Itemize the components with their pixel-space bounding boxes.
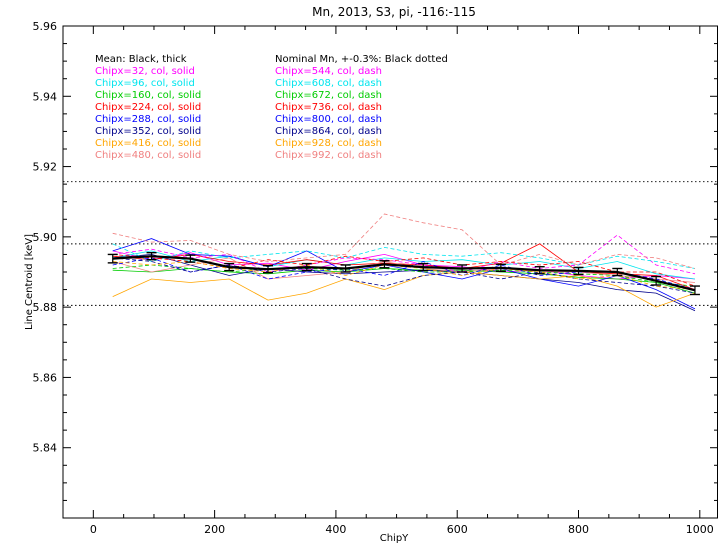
y-axis-label: Line Centroid [keV]: [24, 234, 35, 330]
x-tick-label: 800: [568, 523, 589, 536]
y-tick-label: 5.92: [33, 161, 58, 174]
y-tick-label: 5.94: [33, 90, 58, 103]
mean-errorbar: [224, 262, 235, 272]
mean-errorbar: [573, 266, 584, 276]
legend-entry: Chipx=480, col, solid: [95, 150, 201, 161]
legend-entry: Chipx=608, col, dash: [275, 78, 382, 89]
x-tick-label: 1000: [686, 523, 714, 536]
legend-entry: Chipx=544, col, dash: [275, 66, 382, 77]
legend-entry: Chipx=736, col, dash: [275, 102, 382, 113]
series-line-13: [112, 257, 696, 294]
legend-entry: Chipx=288, col, solid: [95, 114, 201, 125]
legend-entry: Chipx=160, col, solid: [95, 90, 201, 101]
y-tick-label: 5.96: [33, 20, 58, 33]
legend-entry: Chipx=928, col, dash: [275, 138, 382, 149]
mean-errorbar: [534, 266, 545, 275]
x-tick-label: 600: [447, 523, 468, 536]
series-layer: [112, 213, 696, 312]
y-tick-label: 5.90: [33, 231, 58, 244]
legend-entry: Chipx=800, col, dash: [275, 114, 382, 125]
mean-errorbar: [146, 251, 157, 261]
legend-entry: Chipx=96, col, solid: [95, 78, 195, 89]
legend: Mean: Black, thick Nominal Mn, +-0.3%: Bl…: [95, 54, 448, 161]
legend-entry: Chipx=32, col, solid: [95, 66, 195, 77]
mean-errorbar: [689, 285, 700, 296]
mean-errorbar: [301, 262, 312, 272]
x-tick-label: 200: [204, 523, 225, 536]
mean-errorbar: [457, 264, 468, 273]
mean-errorbar: [185, 254, 196, 263]
y-tick-label: 5.86: [33, 371, 58, 384]
legend-entry: Chipx=864, col, dash: [275, 126, 382, 137]
legend-entry: Chipx=352, col, solid: [95, 126, 201, 137]
mean-errorbar: [340, 264, 351, 273]
mean-errorbar: [379, 260, 390, 269]
y-tick-label: 5.84: [33, 442, 58, 455]
nominal-lines-layer: [63, 181, 718, 306]
chart-title: Mn, 2013, S3, pi, -116:-115: [312, 5, 476, 19]
series-line-9: [112, 243, 696, 269]
legend-entry: Chipx=416, col, solid: [95, 138, 201, 149]
legend-header-left: Mean: Black, thick: [95, 54, 187, 65]
series-line-3: [112, 243, 696, 290]
series-line-8: [112, 234, 696, 275]
ticks-layer: 0 200 400 600 800 1000 5.84 5.86 5.88 5.90 5.92 5.9…: [33, 20, 718, 536]
mean-layer: [107, 251, 700, 296]
mean-errorbar: [612, 267, 623, 277]
mean-errorbar: [107, 253, 118, 264]
legend-header-right: Nominal Mn, +-0.3%: Black dotted: [275, 54, 448, 65]
x-tick-label: 0: [90, 523, 97, 536]
legend-entry: Chipx=992, col, dash: [275, 150, 382, 161]
x-tick-label: 400: [325, 523, 346, 536]
mean-errorbar: [651, 275, 662, 286]
mean-errorbar: [495, 263, 506, 272]
legend-entry: Chipx=672, col, dash: [275, 90, 382, 101]
y-tick-label: 5.88: [33, 301, 58, 314]
series-line-15: [112, 213, 696, 269]
mean-line: [112, 255, 696, 292]
x-axis-label: ChipY: [380, 533, 409, 544]
series-line-6: [112, 271, 696, 308]
mean-errorbar: [262, 264, 273, 274]
mean-errorbar: [418, 262, 429, 272]
series-line-5: [112, 253, 696, 312]
legend-entry: Chipx=224, col, solid: [95, 102, 201, 113]
